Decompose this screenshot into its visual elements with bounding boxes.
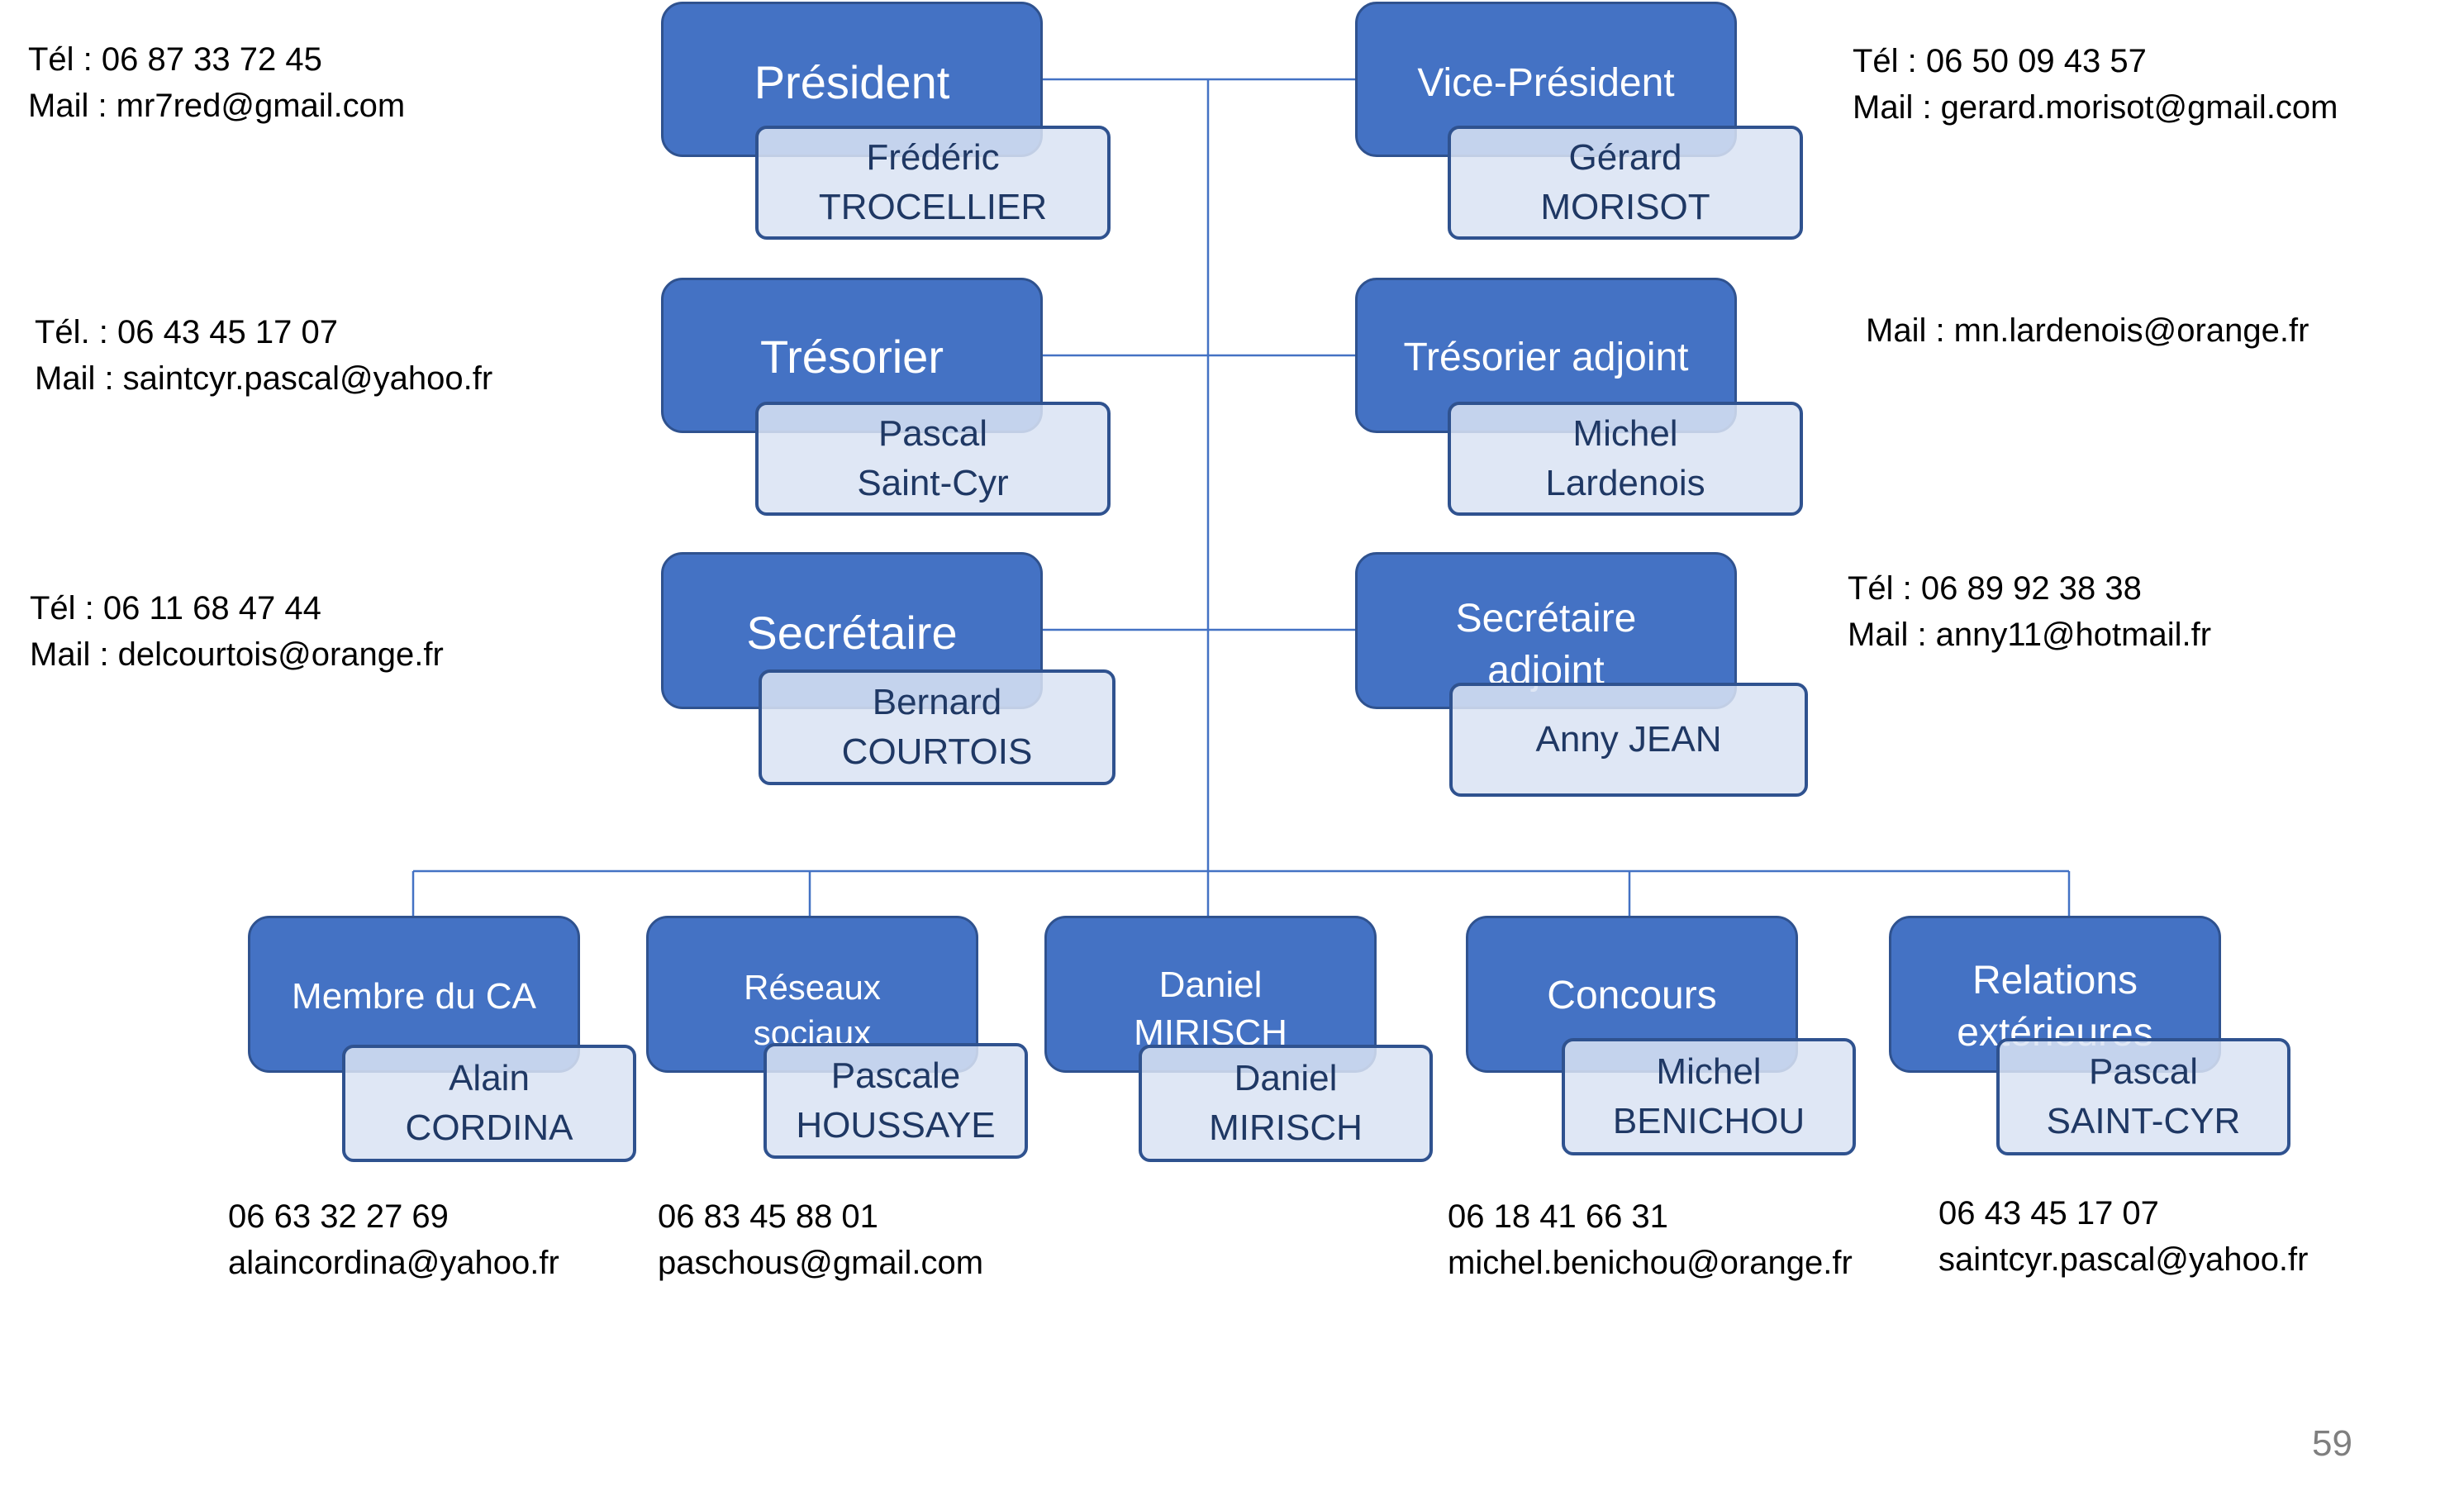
contact-mail: alaincordina@yahoo.fr — [228, 1245, 559, 1281]
role-label: Vice-Président — [1417, 61, 1675, 105]
first-name: Michel — [1572, 413, 1678, 455]
name-box-concours: Michel BENICHOU — [1562, 1038, 1856, 1155]
role-label: Secrétaire — [746, 607, 958, 659]
name-box-daniel-mirisch: Daniel MIRISCH — [1139, 1045, 1433, 1162]
name-box-president: Frédéric TROCELLIER — [755, 126, 1111, 240]
contact-membre-ca: 06 63 32 27 69 alaincordina@yahoo.fr — [228, 1193, 559, 1286]
first-name: Michel — [1656, 1051, 1762, 1093]
page-number: 59 — [2312, 1423, 2352, 1464]
contact-phone: 06 83 45 88 01 — [658, 1198, 878, 1235]
first-name: Pascal — [878, 413, 988, 455]
contact-phone: Tél : 06 50 09 43 57 — [1853, 43, 2147, 79]
name-box-secretaire: Bernard COURTOIS — [759, 669, 1115, 785]
last-name: SAINT-CYR — [2046, 1101, 2241, 1141]
contact-phone: 06 63 32 27 69 — [228, 1198, 449, 1235]
role-label-line-1: Daniel — [1158, 964, 1263, 1005]
name-box-relations-exterieures: Pascal SAINT-CYR — [1996, 1038, 2290, 1155]
role-label: Président — [754, 56, 950, 108]
role-label-line-1: Réseaux — [744, 967, 881, 1007]
contact-tresorier-adjoint: Mail : mn.lardenois@orange.fr — [1866, 307, 2309, 354]
last-name: BENICHOU — [1612, 1101, 1805, 1141]
contact-reseaux-sociaux: 06 83 45 88 01 paschous@gmail.com — [658, 1193, 983, 1286]
contact-president: Tél : 06 87 33 72 45 Mail : mr7red@gmail… — [28, 36, 405, 129]
contact-mail: Mail : delcourtois@orange.fr — [30, 636, 444, 673]
first-name: Pascal — [2088, 1051, 2199, 1093]
role-label-line-1: Relations — [1972, 958, 2138, 1003]
last-name: MIRISCH — [1209, 1108, 1363, 1148]
last-name: CORDINA — [405, 1108, 573, 1148]
name-box-vice-president: Gérard MORISOT — [1448, 126, 1803, 240]
contact-secretaire: Tél : 06 11 68 47 44 Mail : delcourtois@… — [30, 585, 444, 678]
role-label: Trésorier adjoint — [1403, 336, 1689, 379]
contact-tresorier: Tél. : 06 43 45 17 07 Mail : saintcyr.pa… — [35, 309, 492, 402]
name-box-membre-ca: Alain CORDINA — [342, 1045, 636, 1162]
last-name: HOUSSAYE — [796, 1105, 996, 1146]
contact-phone: Tél : 06 89 92 38 38 — [1848, 570, 2142, 607]
role-label: Trésorier — [760, 331, 944, 383]
role-label: Membre du CA — [292, 976, 536, 1017]
contact-vice-president: Tél : 06 50 09 43 57 Mail : gerard.moris… — [1853, 38, 2338, 131]
first-name: Frédéric — [866, 137, 1000, 179]
first-name: Daniel — [1234, 1058, 1338, 1099]
contact-phone: 06 43 45 17 07 — [1938, 1195, 2159, 1231]
contact-phone: Tél : 06 11 68 47 44 — [30, 590, 321, 626]
last-name: Saint-Cyr — [857, 463, 1009, 503]
name-box-tresorier: Pascal Saint-Cyr — [755, 402, 1111, 516]
name-box-secretaire-adjoint: Anny JEAN — [1449, 683, 1808, 797]
contact-mail: paschous@gmail.com — [658, 1245, 984, 1281]
contact-mail: michel.benichou@orange.fr — [1448, 1245, 1853, 1281]
first-name: Pascale — [830, 1055, 961, 1097]
first-name: Alain — [449, 1058, 530, 1099]
contact-mail: saintcyr.pascal@yahoo.fr — [1938, 1241, 2309, 1278]
contact-mail: Mail : gerard.morisot@gmail.com — [1853, 89, 2338, 126]
last-name: TROCELLIER — [818, 187, 1048, 227]
contact-mail: Mail : mn.lardenois@orange.fr — [1866, 312, 2309, 349]
contact-secretaire-adjoint: Tél : 06 89 92 38 38 Mail : anny11@hotma… — [1848, 565, 2211, 658]
last-name: Lardenois — [1545, 463, 1705, 503]
full-name: Anny JEAN — [1535, 719, 1722, 760]
contact-relations-exterieures: 06 43 45 17 07 saintcyr.pascal@yahoo.fr — [1938, 1190, 2308, 1283]
last-name: MORISOT — [1540, 187, 1710, 227]
role-label: Concours — [1547, 974, 1717, 1017]
name-box-tresorier-adjoint: Michel Lardenois — [1448, 402, 1803, 516]
last-name: COURTOIS — [841, 731, 1033, 772]
name-box-reseaux-sociaux: Pascale HOUSSAYE — [763, 1043, 1028, 1159]
role-label-line-1: Secrétaire — [1455, 596, 1637, 641]
contact-concours: 06 18 41 66 31 michel.benichou@orange.fr — [1448, 1193, 1853, 1286]
contact-mail: Mail : saintcyr.pascal@yahoo.fr — [35, 360, 493, 397]
contact-phone: 06 18 41 66 31 — [1448, 1198, 1668, 1235]
contact-phone: Tél. : 06 43 45 17 07 — [35, 314, 338, 350]
contact-mail: Mail : mr7red@gmail.com — [28, 88, 406, 124]
contact-mail: Mail : anny11@hotmail.fr — [1848, 617, 2212, 653]
contact-phone: Tél : 06 87 33 72 45 — [28, 41, 322, 78]
first-name: Bernard — [872, 682, 1002, 723]
first-name: Gérard — [1568, 137, 1682, 179]
